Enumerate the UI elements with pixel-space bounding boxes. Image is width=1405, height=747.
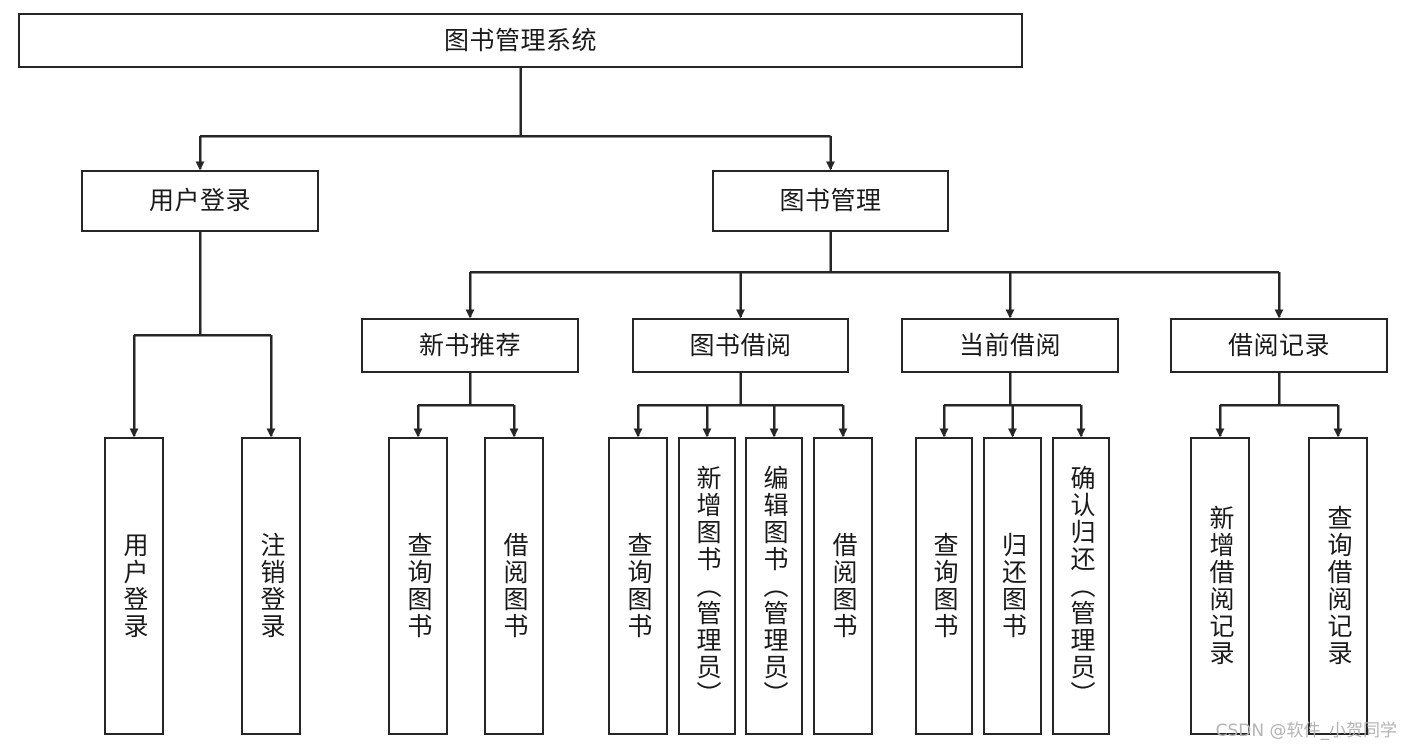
node-label: 查询图书 bbox=[930, 532, 959, 640]
node-label: 确认归还（管理员） bbox=[1067, 464, 1096, 708]
node-l_login1[interactable]: 用户登录 bbox=[104, 437, 164, 735]
node-label: 图书借阅 bbox=[689, 330, 792, 360]
node-l_bor1[interactable]: 查询图书 bbox=[608, 437, 668, 735]
node-l_rec1[interactable]: 新增借阅记录 bbox=[1190, 437, 1250, 735]
node-label: 图书管理 bbox=[779, 186, 882, 216]
node-label: 归还图书 bbox=[998, 532, 1028, 640]
node-l_new1[interactable]: 查询图书 bbox=[388, 437, 448, 735]
node-l_rec2[interactable]: 查询借阅记录 bbox=[1308, 437, 1368, 735]
node-l_bor2[interactable]: 新增图书（管理员） bbox=[678, 437, 736, 735]
node-label: 借阅图书 bbox=[829, 532, 858, 640]
watermark-text: CSDN @软件_小贺同学 bbox=[1215, 721, 1397, 741]
node-label: 用户登录 bbox=[120, 532, 149, 640]
node-label: 编辑图书（管理员） bbox=[760, 464, 789, 708]
node-n_newrec[interactable]: 新书推荐 bbox=[361, 318, 579, 373]
node-label: 用户登录 bbox=[148, 186, 251, 216]
node-label: 图书管理系统 bbox=[443, 25, 597, 55]
node-label: 查询借阅记录 bbox=[1324, 505, 1353, 667]
node-n_current[interactable]: 当前借阅 bbox=[901, 318, 1119, 373]
edges-group bbox=[129, 68, 1343, 438]
node-label: 借阅图书 bbox=[500, 532, 529, 640]
node-label: 当前借阅 bbox=[958, 330, 1061, 360]
node-l_cur1[interactable]: 查询图书 bbox=[915, 437, 973, 735]
node-root[interactable]: 图书管理系统 bbox=[18, 13, 1023, 68]
node-n_bookmgmt[interactable]: 图书管理 bbox=[712, 170, 949, 232]
node-l_bor4[interactable]: 借阅图书 bbox=[813, 437, 873, 735]
node-l_cur3[interactable]: 确认归还（管理员） bbox=[1052, 437, 1110, 735]
node-l_login2[interactable]: 注销登录 bbox=[241, 437, 301, 735]
node-label: 新书推荐 bbox=[418, 330, 521, 360]
node-label: 查询图书 bbox=[404, 532, 433, 640]
node-label: 新增借阅记录 bbox=[1206, 505, 1235, 667]
node-n_borrow[interactable]: 图书借阅 bbox=[632, 318, 849, 373]
node-n_records[interactable]: 借阅记录 bbox=[1170, 318, 1388, 373]
node-l_cur2[interactable]: 归还图书 bbox=[983, 437, 1042, 735]
node-label: 新增图书（管理员） bbox=[693, 464, 722, 708]
node-label: 注销登录 bbox=[257, 532, 286, 640]
node-l_bor3[interactable]: 编辑图书（管理员） bbox=[745, 437, 803, 735]
node-label: 借阅记录 bbox=[1227, 330, 1330, 360]
node-label: 查询图书 bbox=[624, 532, 653, 640]
node-n_login[interactable]: 用户登录 bbox=[81, 170, 319, 232]
node-l_new2[interactable]: 借阅图书 bbox=[484, 437, 544, 735]
